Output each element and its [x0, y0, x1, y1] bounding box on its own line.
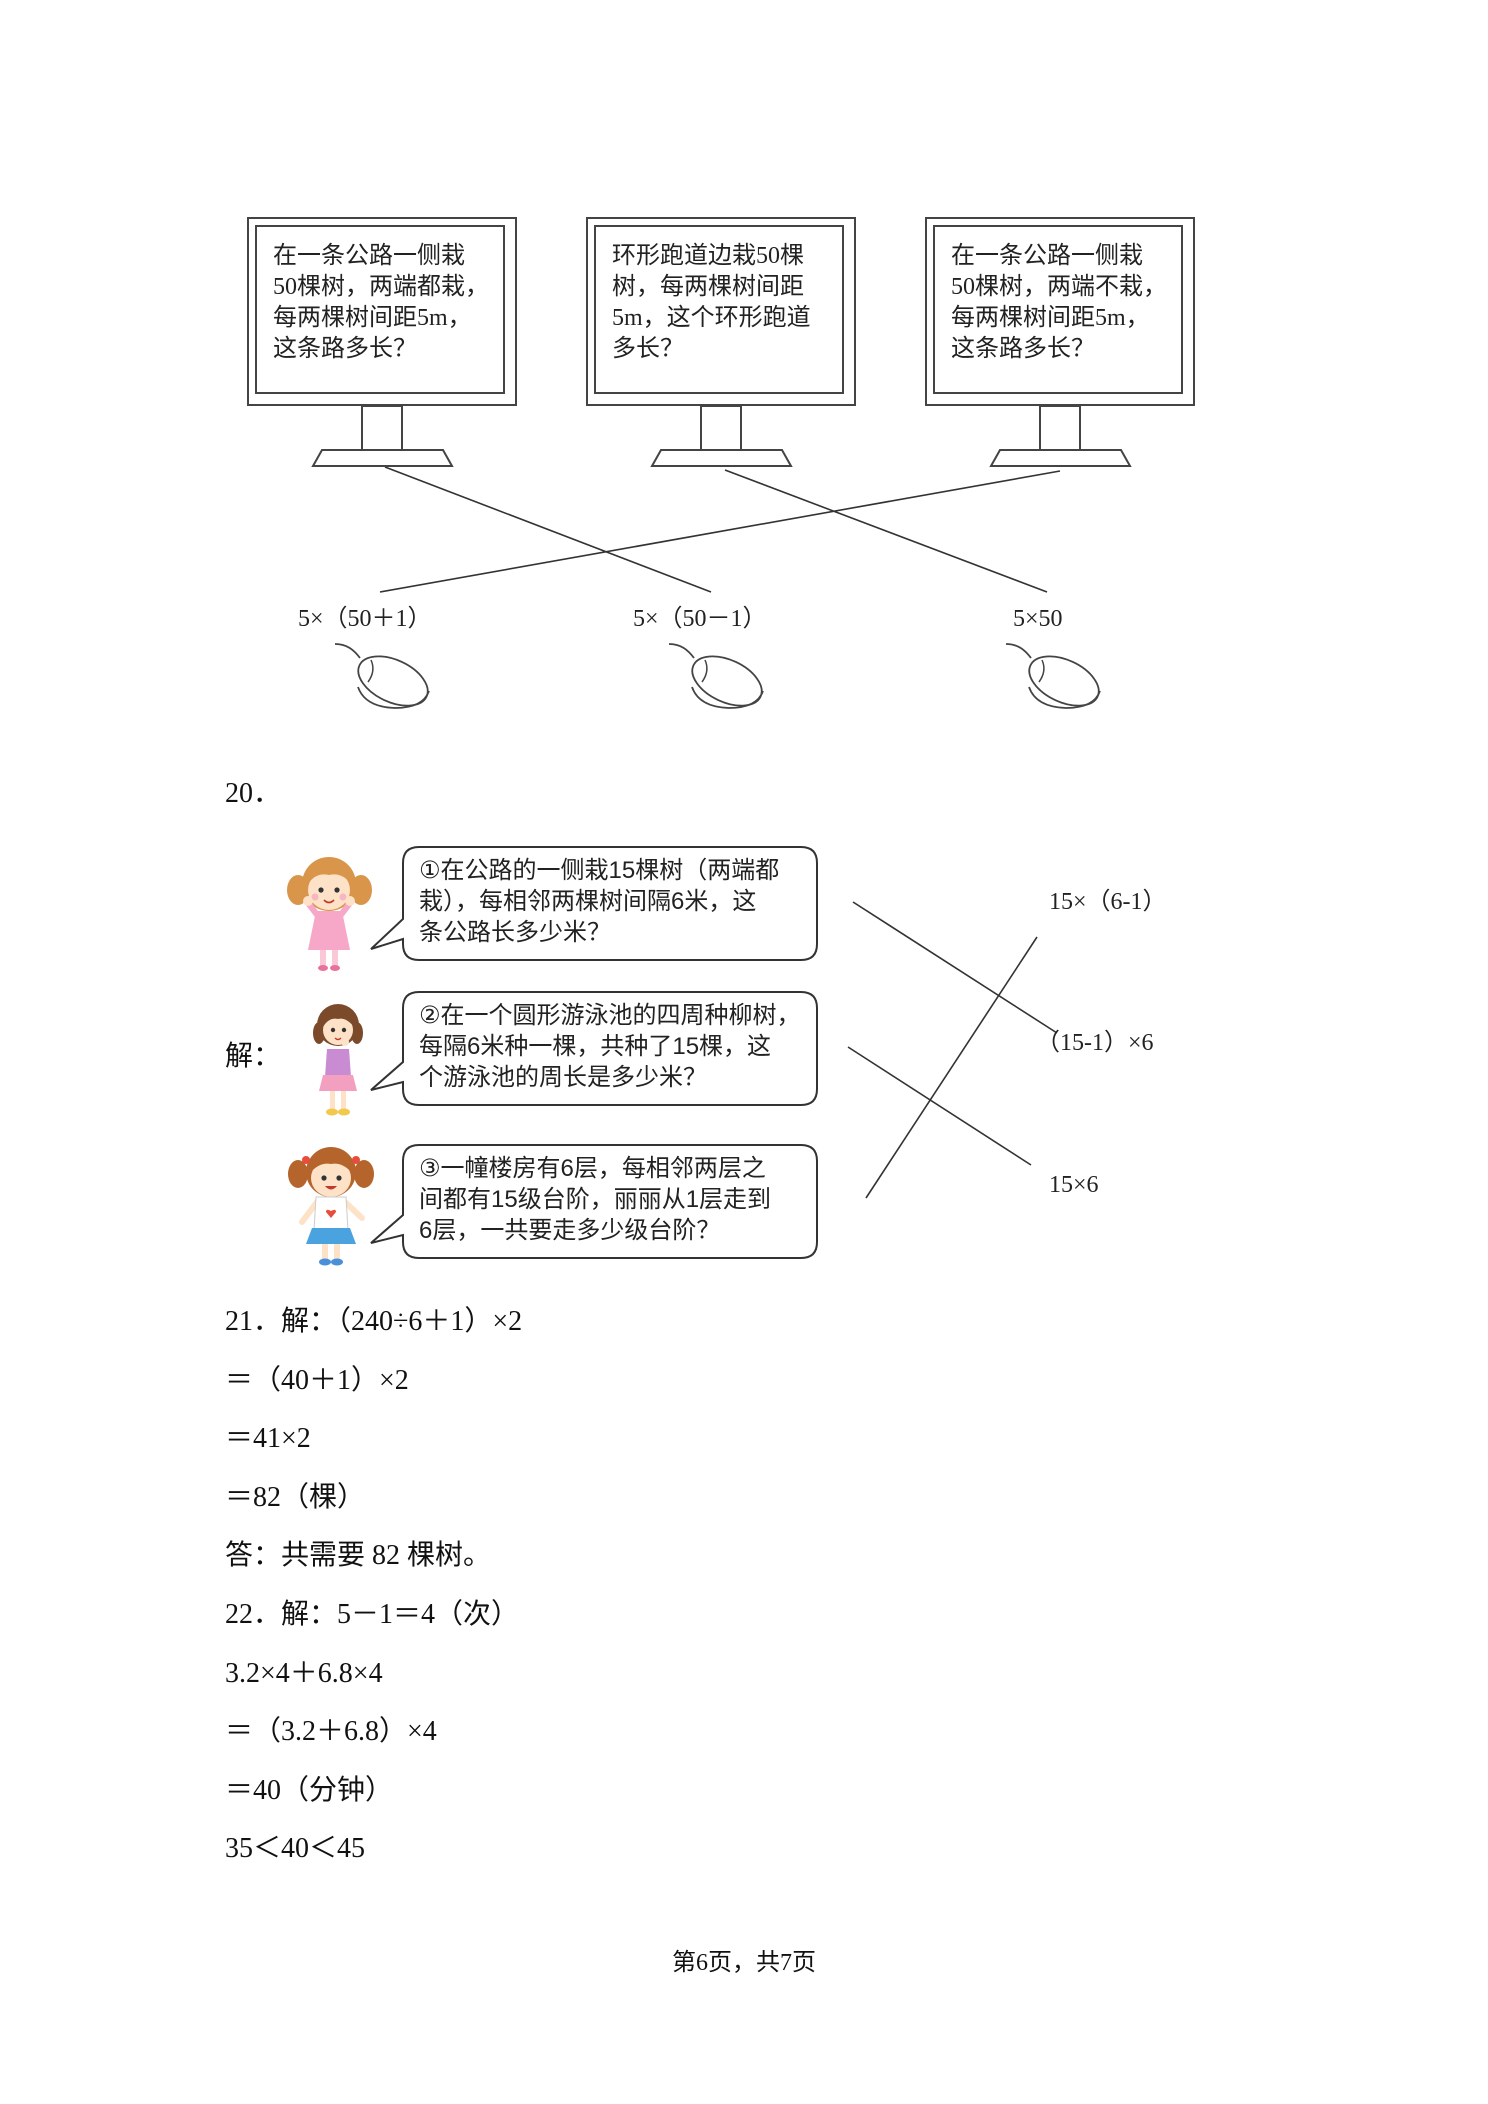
- monitor-text-line: 每两棵树间距5m，: [951, 305, 1150, 331]
- monitor-text-line: 5m，这个环形跑道: [612, 305, 811, 331]
- q19-expression-1: 5×（50＋1）: [298, 606, 432, 632]
- q20-expression-1: 15×（6-1）: [1049, 889, 1167, 915]
- q21-solution-line: ＝（40＋1）×2: [225, 1364, 409, 1396]
- question-20-number: 20．: [225, 778, 282, 809]
- q19-connectors: [379, 466, 1061, 593]
- q22-solution-line: 22．解：5－1＝4（次）: [225, 1598, 520, 1630]
- question-20-answer-label: 解：: [225, 1041, 282, 1072]
- solutions-block: 21．解：（240÷6＋1）×2 ＝（40＋1）×2 ＝41×2 ＝82（棵） …: [225, 1293, 1325, 1879]
- monitor-stand: [650, 406, 793, 467]
- problem-text-line: 6层，一共要走多少级台阶？: [419, 1217, 721, 1244]
- q19-expression-2: 5×（50－1）: [633, 606, 767, 632]
- q19-expression-3: 5×50: [1013, 606, 1063, 632]
- problem-text-line: 栽），每相邻两棵树间隔6米，这: [419, 888, 757, 915]
- speech-bubble-1: ①在公路的一侧栽15棵树（两端都 栽），每相邻两棵树间隔6米，这 条公路长多少米…: [365, 845, 825, 965]
- q22-solution-line: 3.2×4＋6.8×4: [225, 1657, 383, 1689]
- computer-mouse-icon: [668, 643, 764, 709]
- girl-illustration-2: [313, 1004, 363, 1116]
- monitor-text-line: 这条路多长？: [951, 336, 1095, 362]
- monitor-3: 在一条公路一侧栽 50棵树，两端不栽， 每两棵树间距5m， 这条路多长？: [925, 217, 1195, 467]
- connector-line: [384, 466, 712, 593]
- monitor-stand: [989, 406, 1132, 467]
- connector-line: [724, 469, 1048, 593]
- monitor-1: 在一条公路一侧栽 50棵树，两端都栽， 每两棵树间距5m， 这条路多长？: [247, 217, 517, 467]
- problem-text-line: 每隔6米种一棵，共种了15棵，这: [419, 1033, 772, 1060]
- q21-solution-line: 21．解：（240÷6＋1）×2: [225, 1306, 523, 1337]
- speech-bubble-text: ①在公路的一侧栽15棵树（两端都 栽），每相邻两棵树间隔6米，这 条公路长多少米…: [419, 855, 779, 948]
- monitor-text-line: 在一条公路一侧栽: [273, 243, 465, 269]
- monitor-screen: 在一条公路一侧栽 50棵树，两端都栽， 每两棵树间距5m， 这条路多长？: [255, 225, 505, 394]
- monitor-text-line: 多长？: [612, 336, 684, 362]
- problem-text-line: 个游泳池的周长是多少米？: [419, 1064, 707, 1091]
- computer-mouse-icon: [334, 643, 430, 709]
- girl-illustration-3: [288, 1147, 374, 1266]
- q21-solution-line: ＝82（棵）: [225, 1481, 366, 1513]
- connector-line: [852, 901, 1058, 1034]
- q20-expression-3: 15×6: [1049, 1172, 1099, 1198]
- monitor-text-line: 在一条公路一侧栽: [951, 243, 1143, 269]
- q22-solution-line: ＝40（分钟）: [225, 1774, 394, 1806]
- speech-bubble-text: ③一幢楼房有6层，每相邻两层之 间都有15级台阶，丽丽从1层走到 6层，一共要走…: [419, 1153, 771, 1246]
- connector-line: [847, 1046, 1032, 1166]
- q20-expression-2: （15-1）×6: [1036, 1030, 1154, 1056]
- q21-answer-line: 答：共需要 82 棵树。: [225, 1540, 492, 1572]
- problem-text-line: ③一幢楼房有6层，每相邻两层之: [419, 1155, 766, 1182]
- q20-connectors: [847, 901, 1058, 1199]
- monitor-text-line: 树，每两棵树间距: [612, 274, 804, 300]
- q21-solution-line: ＝41×2: [225, 1423, 311, 1455]
- problem-text-line: 条公路长多少米？: [419, 919, 611, 946]
- speech-bubble-3: ③一幢楼房有6层，每相邻两层之 间都有15级台阶，丽丽从1层走到 6层，一共要走…: [365, 1143, 825, 1263]
- monitor-text-line: 50棵树，两端都栽，: [273, 274, 489, 300]
- monitor-text-line: 50棵树，两端不栽，: [951, 274, 1167, 300]
- speech-bubble-outline: [370, 1144, 818, 1259]
- monitor-text-line: 每两棵树间距5m，: [273, 305, 472, 331]
- speech-bubble-2: ②在一个圆形游泳池的四周种柳树， 每隔6米种一棵，共种了15棵，这 个游泳池的周…: [365, 990, 825, 1110]
- monitor-2: 环形跑道边栽50棵 树，每两棵树间距 5m，这个环形跑道 多长？: [586, 217, 856, 467]
- q22-solution-line: 35＜40＜45: [225, 1833, 366, 1865]
- monitor-text-line: 这条路多长？: [273, 336, 417, 362]
- page-footer: 第6页，共7页: [672, 1950, 816, 1976]
- q22-solution-line: ＝（3.2＋6.8）×4: [225, 1716, 437, 1748]
- monitor-screen: 环形跑道边栽50棵 树，每两棵树间距 5m，这个环形跑道 多长？: [594, 225, 844, 394]
- monitor-screen: 在一条公路一侧栽 50棵树，两端不栽， 每两棵树间距5m， 这条路多长？: [933, 225, 1183, 394]
- monitor-stand: [311, 406, 454, 467]
- speech-bubble-outline: [370, 846, 818, 961]
- connector-line: [379, 470, 1061, 593]
- connector-line: [865, 936, 1038, 1199]
- problem-text-line: 间都有15级台阶，丽丽从1层走到: [419, 1186, 772, 1213]
- girl-illustration-1: [287, 857, 372, 971]
- problem-text-line: ①在公路的一侧栽15棵树（两端都: [419, 857, 780, 884]
- problem-text-line: ②在一个圆形游泳池的四周种柳树，: [419, 1002, 801, 1029]
- computer-mouse-icon: [1005, 643, 1101, 709]
- speech-bubble-outline: [370, 991, 818, 1106]
- speech-bubble-text: ②在一个圆形游泳池的四周种柳树， 每隔6米种一棵，共种了15棵，这 个游泳池的周…: [419, 1000, 801, 1093]
- monitor-text-line: 环形跑道边栽50棵: [612, 243, 804, 269]
